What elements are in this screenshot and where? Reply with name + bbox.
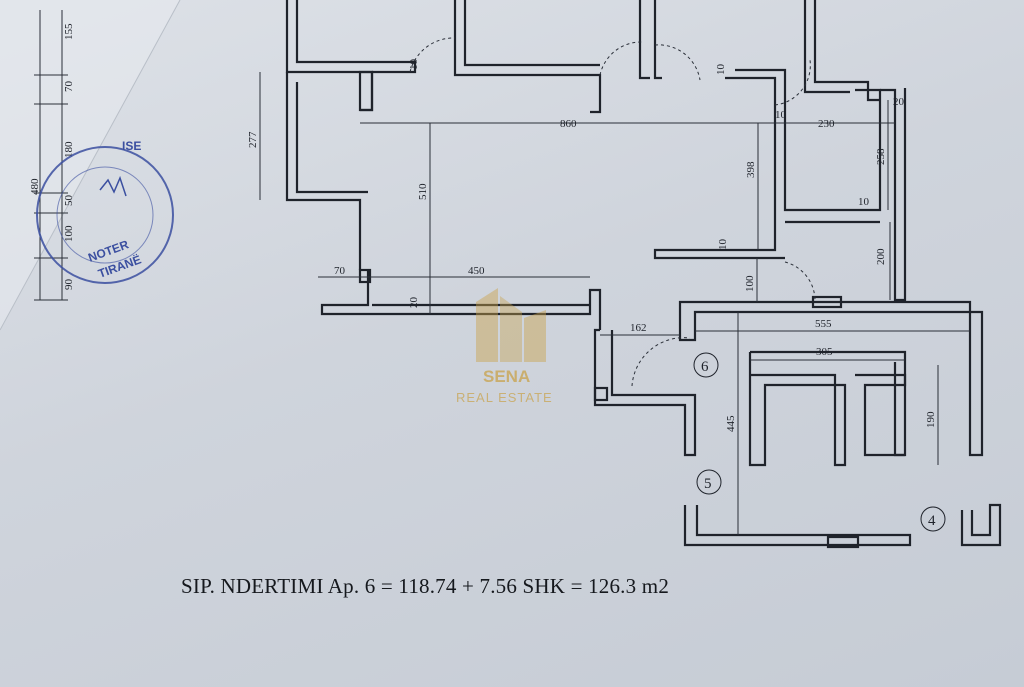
- dim-305: 305: [816, 346, 833, 358]
- dim-510: 510: [417, 183, 429, 200]
- dim-258: 258: [875, 148, 887, 165]
- room-number-5-label: 5: [704, 476, 712, 492]
- dim-10-d: 10: [858, 196, 870, 208]
- dim-860: 860: [560, 118, 577, 130]
- stamp-emblem: [99, 175, 127, 197]
- dimension-lines: [259, 72, 970, 535]
- dim-450: 450: [468, 265, 485, 277]
- dim-555: 555: [815, 318, 832, 330]
- room-number-4-label: 4: [928, 513, 936, 529]
- dim-left-155: 155: [63, 23, 75, 40]
- dim-left-50: 50: [63, 195, 75, 207]
- walls: [285, 0, 1002, 549]
- door-swings: [409, 37, 816, 387]
- dim-10-b: 10: [715, 64, 727, 76]
- dim-277: 277: [247, 131, 259, 148]
- dim-20-a: 20: [408, 297, 420, 309]
- room-number-4: 4: [920, 506, 946, 532]
- dim-445: 445: [725, 415, 737, 432]
- dim-162: 162: [630, 322, 647, 334]
- dim-10-e: 10: [717, 239, 729, 251]
- dim-190: 190: [925, 411, 937, 428]
- dim-left-70: 70: [63, 81, 75, 93]
- dim-10-c: 10: [775, 109, 787, 121]
- watermark-brand: SENA: [483, 367, 530, 386]
- dim-200: 200: [875, 248, 887, 265]
- dim-100: 100: [744, 275, 756, 292]
- dim-70: 70: [334, 265, 346, 277]
- dim-left-overall: 480: [29, 178, 41, 195]
- dim-398: 398: [745, 161, 757, 178]
- dim-20-b: 20: [893, 96, 905, 108]
- watermark-subtitle: REAL ESTATE: [456, 390, 553, 405]
- area-caption: SIP. NDERTIMI Ap. 6 = 118.74 + 7.56 SHK …: [181, 574, 670, 598]
- watermark-logo: SENA REAL ESTATE: [456, 288, 553, 405]
- fold-line: [0, 0, 181, 331]
- room-number-6: 6: [693, 352, 719, 378]
- dim-left-100: 100: [63, 225, 75, 242]
- left-dimension-chain: [34, 10, 68, 301]
- dim-left-180: 180: [63, 141, 75, 158]
- dim-left-90: 90: [63, 279, 75, 291]
- stamp-text-ise: ISE: [122, 139, 141, 153]
- dim-10-a: 10: [408, 59, 420, 71]
- dim-230: 230: [818, 118, 835, 130]
- room-number-5: 5: [696, 469, 722, 495]
- room-number-6-label: 6: [701, 359, 709, 375]
